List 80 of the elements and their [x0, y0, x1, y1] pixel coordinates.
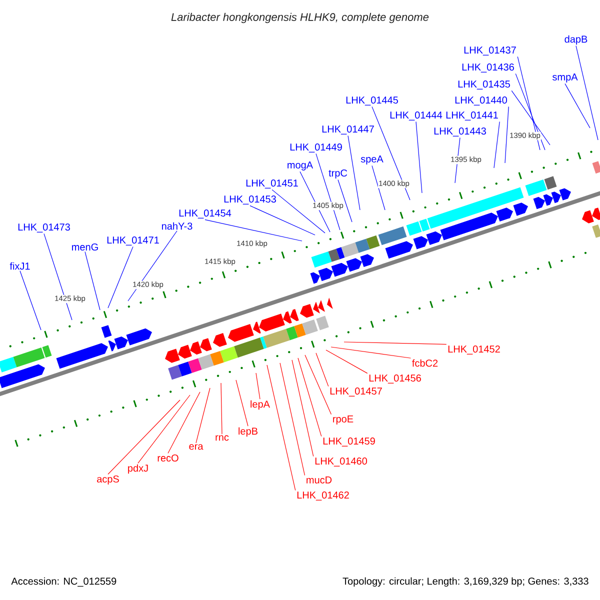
gene-label: LHK_01444 — [390, 112, 442, 120]
leader-line — [517, 56, 540, 150]
gene-label: LHK_01437 — [464, 46, 516, 56]
leader-line — [204, 219, 302, 242]
gene-label: LHK_01441 — [446, 112, 498, 120]
gene-label: LHK_01436 — [462, 64, 514, 72]
leader-line — [138, 394, 190, 464]
gene-label: LHK_01460 — [315, 458, 368, 466]
leader-line — [494, 121, 500, 168]
accession-text: Accession: NC_012559 — [11, 577, 116, 587]
gene-label: mogA — [288, 162, 314, 170]
gene-label: rnc — [216, 435, 229, 441]
leader-line — [416, 121, 422, 194]
leader-line — [266, 364, 296, 491]
leader-line — [20, 270, 42, 330]
gene-label: menG — [72, 243, 98, 251]
gene-label: LHK_01456 — [369, 374, 421, 384]
leader-line — [344, 342, 447, 345]
leader-line — [108, 246, 134, 308]
leader-line — [372, 165, 386, 210]
leader-line — [236, 380, 248, 426]
leader-line — [196, 388, 210, 444]
gene-label: LHK_01440 — [455, 96, 508, 106]
leader-line — [250, 205, 316, 236]
leader-line — [504, 106, 509, 164]
leader-line — [272, 189, 326, 234]
gene-label: LHK_01451 — [246, 180, 298, 188]
leader-line — [316, 153, 340, 230]
gene-label: LHK_01462 — [297, 492, 349, 500]
leader-line — [348, 135, 360, 210]
title: Laribacter hongkongensis HLHK9, complete genome — [171, 12, 429, 24]
gene-label: lepB — [238, 427, 258, 437]
leader-line — [292, 360, 314, 457]
gene-label: LHK_01473 — [18, 224, 70, 232]
gene-label: era — [189, 444, 204, 450]
leader-line — [564, 83, 590, 128]
gene-label: LHK_01435 — [458, 80, 510, 90]
leader-line — [280, 362, 306, 476]
leader-line — [515, 73, 546, 150]
leader-line — [84, 251, 100, 310]
gene-label: smpA — [552, 74, 578, 82]
gene-label: mucD — [306, 476, 332, 484]
gene-label: LHK_01452 — [448, 346, 500, 354]
genome-info-text: Topology: circular; Length: 3,169,329 bp; Genes: 3,333 — [342, 577, 588, 587]
gene-label: pdxJ — [128, 464, 148, 474]
leader-line — [220, 382, 222, 434]
gene-label: LHK_01449 — [290, 144, 342, 152]
gene-label: LHK_01447 — [322, 126, 374, 134]
gene-label: dapB — [564, 35, 588, 45]
gene-label: LHK_01471 — [107, 236, 159, 246]
leader-line — [168, 392, 200, 454]
gene-label: LHK_01445 — [346, 96, 398, 106]
leader-line — [511, 90, 550, 146]
leader-line — [576, 46, 598, 140]
leader-line — [304, 354, 332, 415]
gene-label: fcbC2 — [412, 359, 438, 367]
gene-label: LHK_01459 — [323, 438, 375, 446]
leader-line — [338, 179, 352, 222]
gene-label: LHK_01454 — [179, 210, 232, 218]
leader-line — [372, 106, 410, 200]
gene-label: LHK_01453 — [224, 196, 276, 204]
gene-label: fixJ1 — [10, 262, 30, 270]
leader-line — [108, 400, 180, 475]
leader-line — [128, 230, 178, 302]
gene-label: LHK_01443 — [434, 128, 486, 136]
leader-line — [44, 233, 72, 320]
gene-label: recO — [158, 454, 178, 462]
gene-label: lepA — [250, 400, 270, 410]
leader-line — [326, 350, 368, 374]
gene-label: trpC — [328, 169, 348, 179]
leader-line — [300, 171, 330, 232]
gene-label: LHK_01457 — [330, 388, 382, 396]
leader-line — [330, 346, 412, 358]
gene-label: nahY-3 — [162, 222, 192, 230]
leader-line — [316, 352, 329, 387]
leader-line — [256, 372, 260, 400]
leader-line — [298, 358, 322, 437]
gene-label: speA — [360, 156, 384, 164]
gene-label: rpoE — [333, 416, 354, 424]
gene-label: acpS — [97, 475, 119, 485]
